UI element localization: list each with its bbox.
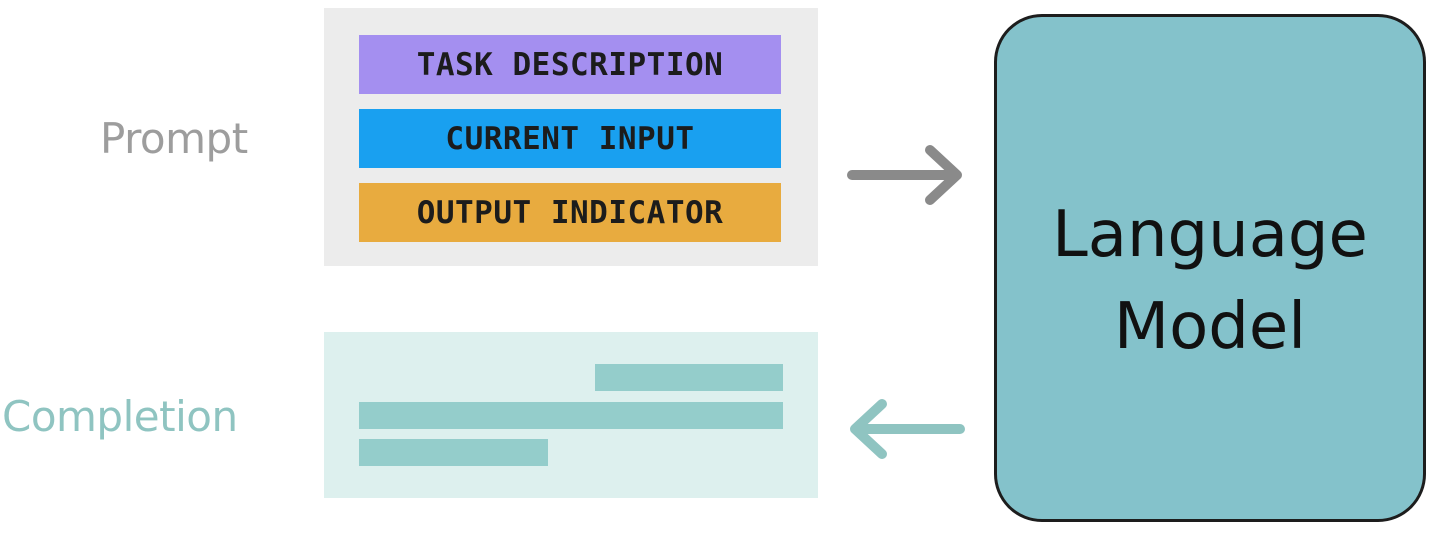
language-model-title: Language Model [1052, 198, 1368, 364]
completion-text-line [359, 402, 783, 429]
prompt-label: Prompt [100, 114, 248, 163]
arrow-right-icon [847, 145, 962, 205]
language-model-box: Language Model [994, 14, 1426, 522]
current-input-block: CURRENT INPUT [359, 109, 781, 168]
completion-text-line [595, 364, 783, 391]
arrow-left-icon [850, 399, 965, 459]
task-description-block: TASK DESCRIPTION [359, 35, 781, 94]
prompt-panel: TASK DESCRIPTION CURRENT INPUT OUTPUT IN… [324, 8, 818, 266]
completion-label: Completion [2, 392, 238, 441]
output-indicator-block: OUTPUT INDICATOR [359, 183, 781, 242]
completion-panel [324, 332, 818, 498]
completion-text-line [359, 439, 548, 466]
